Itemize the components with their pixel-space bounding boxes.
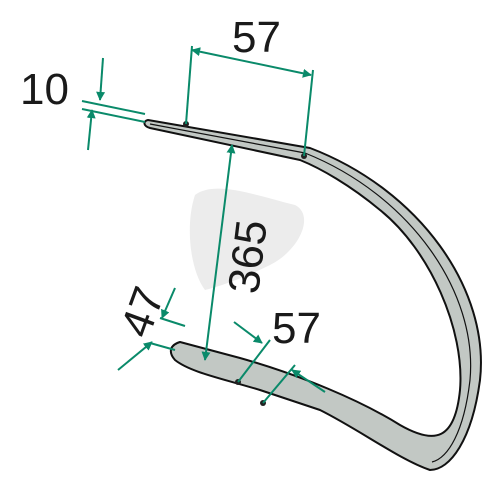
spring-tine	[143, 119, 482, 471]
dimension-lines	[81, 45, 326, 404]
dim-thickness: 10	[20, 65, 69, 114]
dim-bottom-hole-spacing: 57	[272, 304, 321, 353]
dim-height: 365	[219, 217, 277, 296]
dim-width: 47	[111, 281, 174, 344]
dim-top-hole-spacing: 57	[232, 13, 281, 62]
